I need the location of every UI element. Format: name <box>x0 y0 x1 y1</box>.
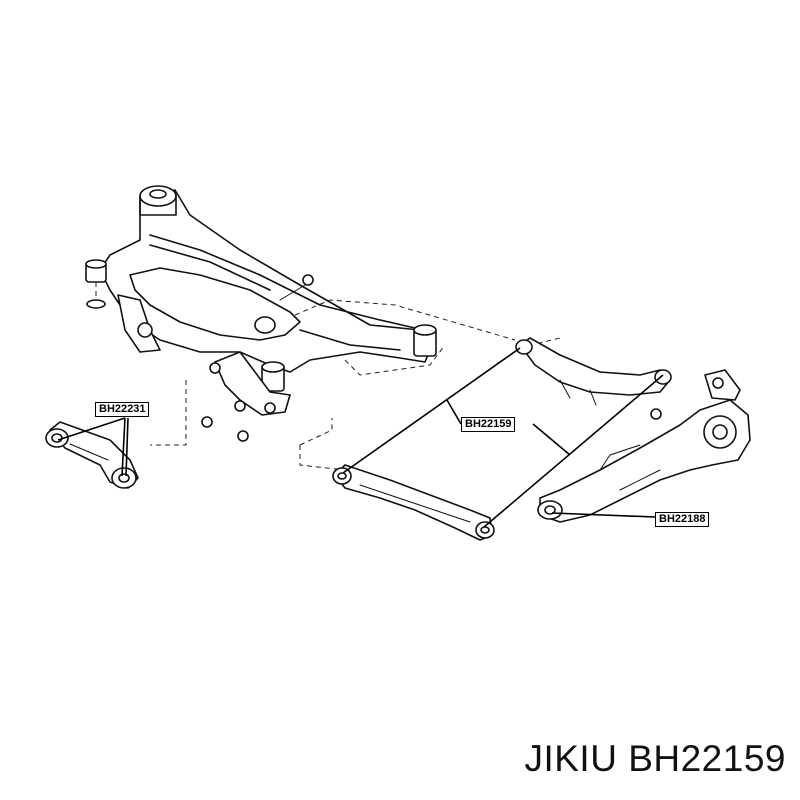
product-caption: JIKIU BH22159 <box>524 738 786 779</box>
part-label-bh22159: BH22159 <box>461 417 516 432</box>
rear-subframe <box>85 185 437 442</box>
upper-arm <box>515 337 672 406</box>
lateral-link-arm <box>332 464 495 541</box>
knuckle-trailing-arm <box>537 369 751 523</box>
leader-lines <box>57 347 664 528</box>
part-label-bh22231: BH22231 <box>95 402 150 417</box>
part-label-bh22188: BH22188 <box>655 512 710 527</box>
